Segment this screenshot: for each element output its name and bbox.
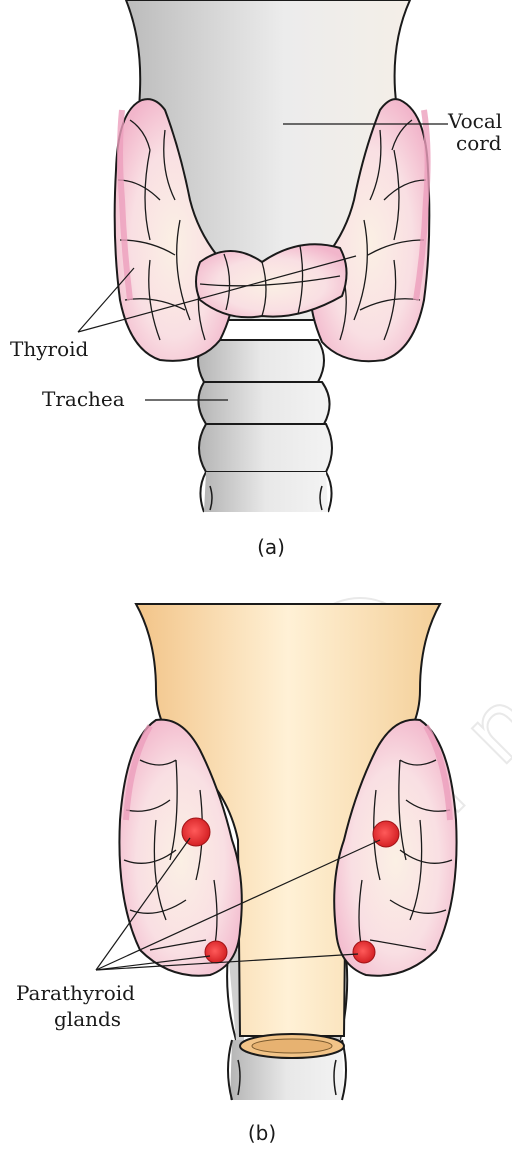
thyroid-right-lobe-b bbox=[333, 718, 458, 977]
larynx-b bbox=[134, 603, 442, 1037]
vocal-cord-label-line1: Vocal bbox=[447, 109, 502, 133]
thyroid-label: Thyroid bbox=[10, 337, 89, 361]
parathyroid-leaders bbox=[95, 837, 381, 971]
vocal-cord-label-line2: cord bbox=[456, 131, 502, 155]
trachea-a bbox=[197, 339, 333, 513]
thyroid-isthmus-a bbox=[195, 243, 348, 319]
figure-a: Vocal cord Thyroid Trachea (a) bbox=[10, 0, 502, 559]
trachea-label: Trachea bbox=[42, 387, 125, 411]
parathyroid-gland-left-lower bbox=[204, 940, 228, 964]
parathyroid-label-line2: glands bbox=[54, 1007, 121, 1031]
parathyroid-label-line1: Parathyroid bbox=[16, 981, 135, 1005]
figure-b: Parathyroid glands (b) bbox=[16, 603, 458, 1145]
parathyroid-gland-left-upper bbox=[181, 817, 211, 847]
thyroid-leader-left bbox=[77, 267, 135, 333]
caption-a: (a) bbox=[257, 535, 285, 559]
thyroid-leader-right bbox=[77, 255, 357, 333]
parathyroid-gland-right-upper bbox=[372, 820, 400, 848]
caption-b: (b) bbox=[248, 1121, 276, 1145]
parathyroid-gland-right-lower bbox=[352, 940, 376, 964]
